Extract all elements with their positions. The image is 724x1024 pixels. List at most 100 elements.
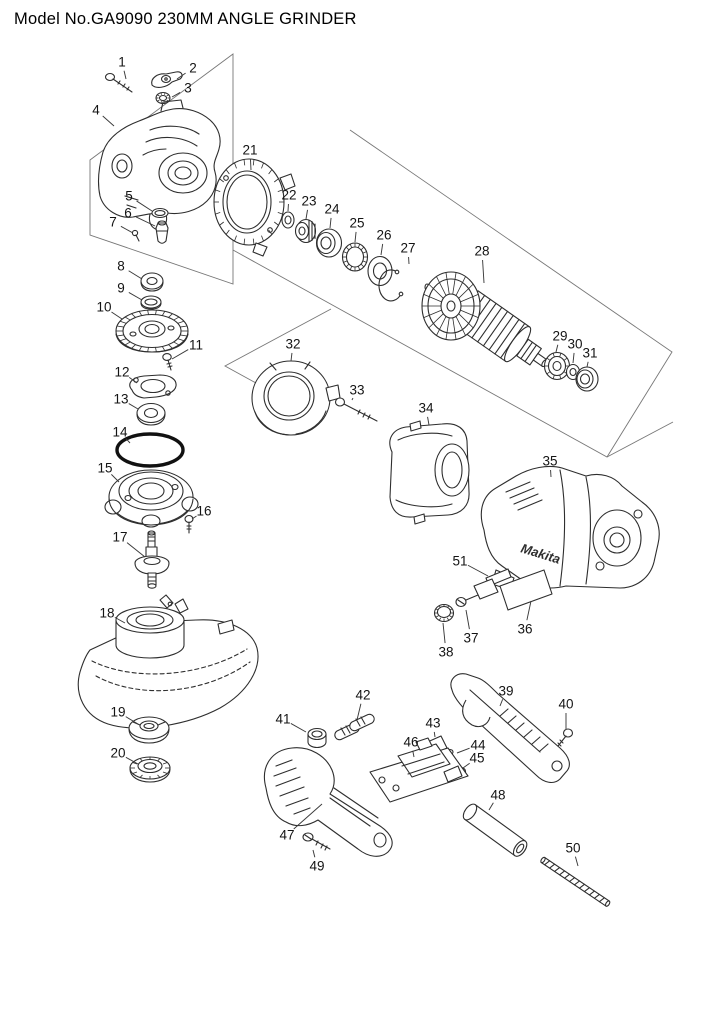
part-23-pinion-gear — [294, 218, 317, 244]
callout-27: 27 — [400, 241, 416, 265]
page-title: Model No.GA9090 230MM ANGLE GRINDER — [14, 10, 357, 28]
part-number-13: 13 — [113, 392, 128, 407]
part-number-18: 18 — [99, 606, 114, 621]
part-number-22: 22 — [281, 188, 296, 203]
part-number-36: 36 — [517, 622, 532, 637]
part-25-ring — [341, 242, 369, 272]
callout-24: 24 — [324, 202, 340, 229]
part-14-o-ring — [115, 432, 185, 468]
part-40-screw — [557, 728, 574, 747]
part-number-1: 1 — [118, 55, 126, 70]
part-38-brush-cap — [433, 603, 455, 623]
callout-50: 50 — [565, 841, 581, 867]
callout-33: 33 — [349, 383, 365, 401]
part-number-37: 37 — [463, 631, 478, 646]
part-33-screw — [334, 397, 378, 422]
callout-46: 46 — [403, 735, 419, 758]
callout-51: 51 — [452, 554, 489, 577]
part-17-spindle — [134, 530, 170, 589]
callout-44: 44 — [456, 738, 486, 754]
part-4-gear-housing — [98, 99, 221, 231]
part-number-28: 28 — [474, 244, 489, 259]
part-22-washer — [281, 211, 295, 229]
part-number-14: 14 — [112, 425, 128, 440]
part-number-12: 12 — [114, 365, 129, 380]
callout-48: 48 — [488, 788, 506, 811]
part-number-43: 43 — [425, 716, 440, 731]
part-number-25: 25 — [349, 216, 364, 231]
part-11-screw — [162, 353, 173, 371]
part-24-bearing — [315, 228, 343, 258]
part-39-handle-top — [450, 673, 570, 784]
part-number-31: 31 — [582, 346, 597, 361]
callout-11: 11 — [171, 338, 203, 360]
callout-4: 4 — [92, 103, 115, 127]
part-number-40: 40 — [558, 697, 573, 712]
part-number-27: 27 — [400, 241, 415, 256]
part-number-47: 47 — [279, 828, 294, 843]
part-number-35: 35 — [542, 454, 557, 469]
callout-39: 39 — [498, 684, 514, 707]
part-13-bearing — [136, 402, 166, 426]
part-36-name-plate — [499, 569, 553, 611]
part-16-screw — [184, 514, 194, 534]
part-number-42: 42 — [355, 688, 370, 703]
callout-16: 16 — [191, 504, 212, 520]
callout-43: 43 — [425, 716, 441, 738]
callout-47: 47 — [279, 803, 323, 843]
part-50-rod — [540, 856, 611, 907]
callout-22: 22 — [281, 188, 297, 212]
part-42-capacitors — [334, 713, 375, 741]
part-18-wheel-guard — [77, 594, 259, 729]
callout-34: 34 — [418, 401, 434, 426]
callout-31: 31 — [582, 346, 598, 368]
part-number-29: 29 — [552, 329, 567, 344]
part-number-16: 16 — [196, 504, 211, 519]
callout-23: 23 — [301, 194, 317, 220]
callout-26: 26 — [376, 228, 392, 256]
part-number-44: 44 — [470, 738, 486, 753]
callout-29: 29 — [552, 329, 568, 353]
part-number-4: 4 — [92, 103, 100, 118]
callout-3: 3 — [171, 81, 192, 98]
part-number-10: 10 — [96, 300, 111, 315]
callout-8: 8 — [117, 259, 143, 280]
callout-21: 21 — [242, 143, 258, 171]
part-19-inner-flange — [128, 716, 170, 744]
part-12-lock-plate — [129, 374, 177, 399]
callout-15: 15 — [97, 461, 120, 483]
part-number-15: 15 — [97, 461, 112, 476]
part-27-snap-ring — [378, 269, 404, 302]
part-number-38: 38 — [438, 645, 453, 660]
part-number-8: 8 — [117, 259, 125, 274]
callout-37: 37 — [463, 609, 479, 646]
part-21-bearing-retainer — [213, 158, 296, 257]
callout-7: 7 — [109, 215, 134, 234]
part-number-17: 17 — [112, 530, 127, 545]
part-49-screw — [302, 832, 331, 851]
callout-32: 32 — [285, 337, 301, 362]
part-5-o-ring — [151, 207, 169, 219]
part-number-32: 32 — [285, 337, 300, 352]
callout-25: 25 — [349, 216, 365, 243]
part-28-armature — [421, 271, 549, 368]
part-number-45: 45 — [469, 751, 484, 766]
part-number-5: 5 — [125, 189, 133, 204]
part-1-screw — [104, 72, 133, 93]
part-10-bevel-gear — [115, 309, 189, 353]
part-number-24: 24 — [324, 202, 340, 217]
callout-40: 40 — [558, 697, 574, 729]
callout-19: 19 — [110, 705, 139, 725]
part-number-11: 11 — [189, 338, 203, 353]
part-number-39: 39 — [498, 684, 513, 699]
part-number-48: 48 — [490, 788, 505, 803]
part-number-3: 3 — [184, 81, 192, 96]
part-41-sleeve — [307, 727, 327, 749]
part-number-49: 49 — [309, 859, 324, 874]
callout-49: 49 — [309, 849, 325, 874]
part-9-ring — [140, 295, 162, 310]
callout-14: 14 — [112, 425, 131, 444]
part-number-2: 2 — [189, 61, 197, 76]
